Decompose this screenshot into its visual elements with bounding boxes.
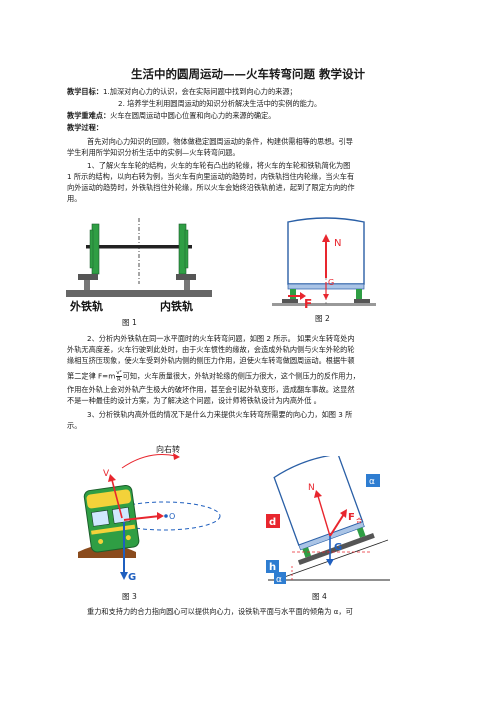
lateral-force-arrowhead: [300, 292, 306, 300]
objective-1: 1.加深对向心力的认识，会在实际问题中找到向心力的来源；: [102, 87, 297, 96]
figure-1-caption: 图 1: [122, 318, 137, 327]
keypoints-text: 火车在圆周运动中圆心位置和向心力的来源的确定。: [110, 111, 276, 120]
p1-line-1: 1、了解火车车轮的结构，火车的车轮有凸出的轮缘，将火车的车轮和铁轨简化为图: [87, 161, 351, 170]
label-F-subscript: 合: [356, 517, 362, 525]
tilted-wheel-right: [356, 527, 366, 538]
train-headlight-right: [125, 535, 131, 541]
objective-2: 2. 培养学生利用圆周运动的知识分析解决生活中的实例的能力。: [118, 99, 322, 108]
sleeper: [66, 290, 212, 297]
figure-3-caption: 图 3: [122, 592, 137, 601]
resultant-force-arrow: [329, 513, 345, 537]
velocity-arrowhead: [108, 474, 116, 482]
p3-line-1: 3、分析铁轨内高外低的情况下是什么力来提供火车转弯所需要的向心力，如图 3 所: [87, 410, 353, 419]
normal-force-arrowhead-fig4: [314, 490, 322, 498]
centripetal-arrowhead: [157, 512, 164, 520]
formula-suffix: 可知，火车质量很大，外轨对轮缘的侧压力很大，这个侧压力的反作用力，: [122, 371, 360, 381]
keypoints-line: 教学重难点：火车在圆周运动中圆心位置和向心力的来源的确定。: [67, 110, 275, 121]
p1-line-4: 用。: [67, 194, 82, 203]
p2-tail-line-2: 不是一种最佳的设计方案，为了解决这个问题，设计师将铁轨设计为内高外低 。: [67, 396, 321, 405]
turn-direction-arrow: [121, 454, 177, 469]
p2-line-2: 外轨无高度差，火车行驶到此处时，由于火车惯性的缘故，会造成外轨内侧与火车外轮的轮: [67, 345, 355, 354]
p2-line-1: 2、分析内外铁轨在同一水平面时的火车转弯问题，如图 2 所示。 如果火车转弯处内: [87, 334, 355, 343]
velocity-arrow: [111, 479, 123, 519]
p0-line-1: 首先对向心力知识的回顾，物体做稳定圆周运动的条件，构建供需相等的思想。引导: [87, 137, 353, 146]
label-G-fig3: G: [128, 572, 136, 583]
label-turn-right: 向右转: [156, 444, 180, 454]
p1-line-3: 向外运动的趋势时，外铁轨挡住外轮缘，所以火车会始终沿铁轨前进，起到了限定方向的作: [67, 183, 355, 192]
objectives-line-1: 教学目标：1.加深对向心力的认识，会在实际问题中找到向心力的来源；: [67, 86, 297, 97]
turn-direction-arrowhead: [173, 453, 180, 460]
left-rail-head: [78, 274, 98, 280]
p2-line-3: 缘相互挤压现象，使火车受到外轨内侧的侧压力作用，迫使火车转弯做圆周运动。根据牛顿: [67, 356, 355, 365]
label-G: G: [328, 278, 334, 287]
objectives-label: 教学目标：: [67, 87, 103, 96]
normal-force-arrow-fig4: [317, 495, 331, 537]
keypoints-label: 教学重难点：: [67, 111, 111, 120]
gravity-arrowhead: [323, 294, 329, 300]
label-F: F: [304, 297, 312, 311]
right-rail-head: [176, 274, 196, 280]
gravity-arrowhead-fig4: [326, 559, 334, 566]
center-point: [164, 514, 168, 518]
ground: [272, 303, 376, 306]
label-G-fig4: G: [334, 542, 342, 553]
label-V: V: [103, 469, 110, 479]
figure-2-flat-track-forces: N G F: [272, 217, 376, 311]
right-wheel-flange: [184, 229, 189, 269]
formula-numerator: v²: [116, 370, 122, 377]
page-title: 生活中的圆周运动——火车转弯问题 教学设计: [130, 67, 365, 81]
rail-left: [282, 299, 298, 303]
label-d-box: [266, 514, 280, 528]
train-headlight-left: [98, 538, 104, 544]
p2-tail-line-1: 作用在外轨上会对外轨产生极大的破坏作用，甚至会引起外轨变形，造成翻车事故。这显然: [67, 385, 355, 394]
centripetal-arrow: [123, 515, 161, 521]
label-N-fig4: N: [308, 483, 315, 493]
figure-3-train-turning: V 向右转 O G: [78, 444, 221, 583]
inner-rail-label: 内铁轨: [160, 299, 193, 313]
train-window-left: [91, 509, 110, 527]
p0-line-2: 学生利用所学知识分析生活中的实例—火车转弯问题。: [67, 148, 240, 157]
rail-right: [354, 299, 370, 303]
p1-line-2: 1 所示的结构，以向右转为例，当火车有向里运动的趋势时，内铁轨挡住内轮缘，当火车…: [67, 172, 355, 181]
figure-4-banked-track-forces: h α N α F 合 d G: [266, 456, 390, 585]
process-label: 教学过程：: [67, 123, 103, 132]
tilted-car: [273, 456, 375, 566]
label-h: h: [269, 562, 276, 573]
left-wheel-flange: [89, 229, 94, 269]
label-alpha-top-box: [366, 474, 380, 487]
label-alpha-bottom: α: [276, 575, 282, 585]
train-roof-band: [86, 489, 132, 509]
normal-force-arrowhead: [322, 234, 330, 242]
label-O: O: [169, 512, 175, 521]
right-rail-web: [184, 280, 190, 290]
p4-line-1: 重力和支持力的合力指向圆心可以提供向心力，设铁轨平面与水平面的倾角为 α，可: [87, 607, 353, 616]
tilted-wheel-left: [302, 547, 312, 558]
outer-rail-label: 外铁轨: [69, 299, 103, 313]
figure-1-wheel-rail-diagram: 外铁轨 内铁轨: [66, 218, 212, 313]
p3-line-2: 示。: [67, 421, 82, 430]
label-F-fig4: F: [348, 512, 355, 523]
formula-denominator: R: [117, 377, 121, 383]
gravity-arrowhead-fig3: [120, 572, 128, 580]
figure-4-caption: 图 4: [312, 592, 327, 601]
figure-2-caption: 图 2: [315, 314, 330, 323]
label-N: N: [334, 238, 341, 249]
label-alpha-top: α: [369, 477, 375, 487]
label-alpha-bottom-box: [274, 572, 286, 584]
tilted-track: [297, 532, 375, 566]
formula-prefix: 第二定律 F=m: [67, 371, 116, 381]
wheel-right: [356, 289, 362, 299]
label-d: d: [269, 517, 276, 528]
wheel-left: [290, 289, 296, 299]
label-h-box: [266, 560, 279, 573]
resultant-force-arrowhead: [340, 509, 347, 518]
left-rail-web: [84, 280, 90, 290]
